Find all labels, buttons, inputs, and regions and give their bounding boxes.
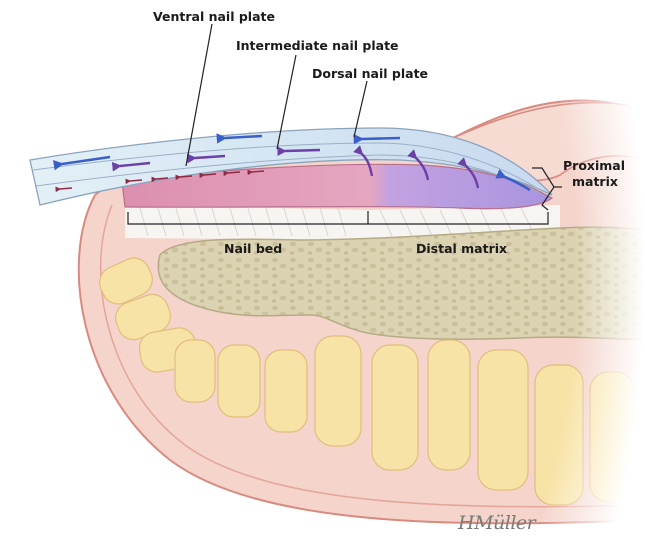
right-fade — [400, 0, 645, 545]
proximal-matrix-label-line1: Proximal — [563, 158, 625, 174]
artist-signature: HMüller — [458, 512, 535, 534]
intermediate-nail-plate-label: Intermediate nail plate — [236, 38, 399, 53]
ventral-nail-plate-label: Ventral nail plate — [153, 9, 275, 24]
nail-bed-label: Nail bed — [224, 241, 282, 256]
proximal-matrix-label-line2: matrix — [563, 174, 625, 190]
proximal-matrix-label: Proximal matrix — [563, 158, 625, 190]
distal-matrix-label: Distal matrix — [416, 241, 507, 256]
dorsal-nail-plate-label: Dorsal nail plate — [312, 66, 428, 81]
